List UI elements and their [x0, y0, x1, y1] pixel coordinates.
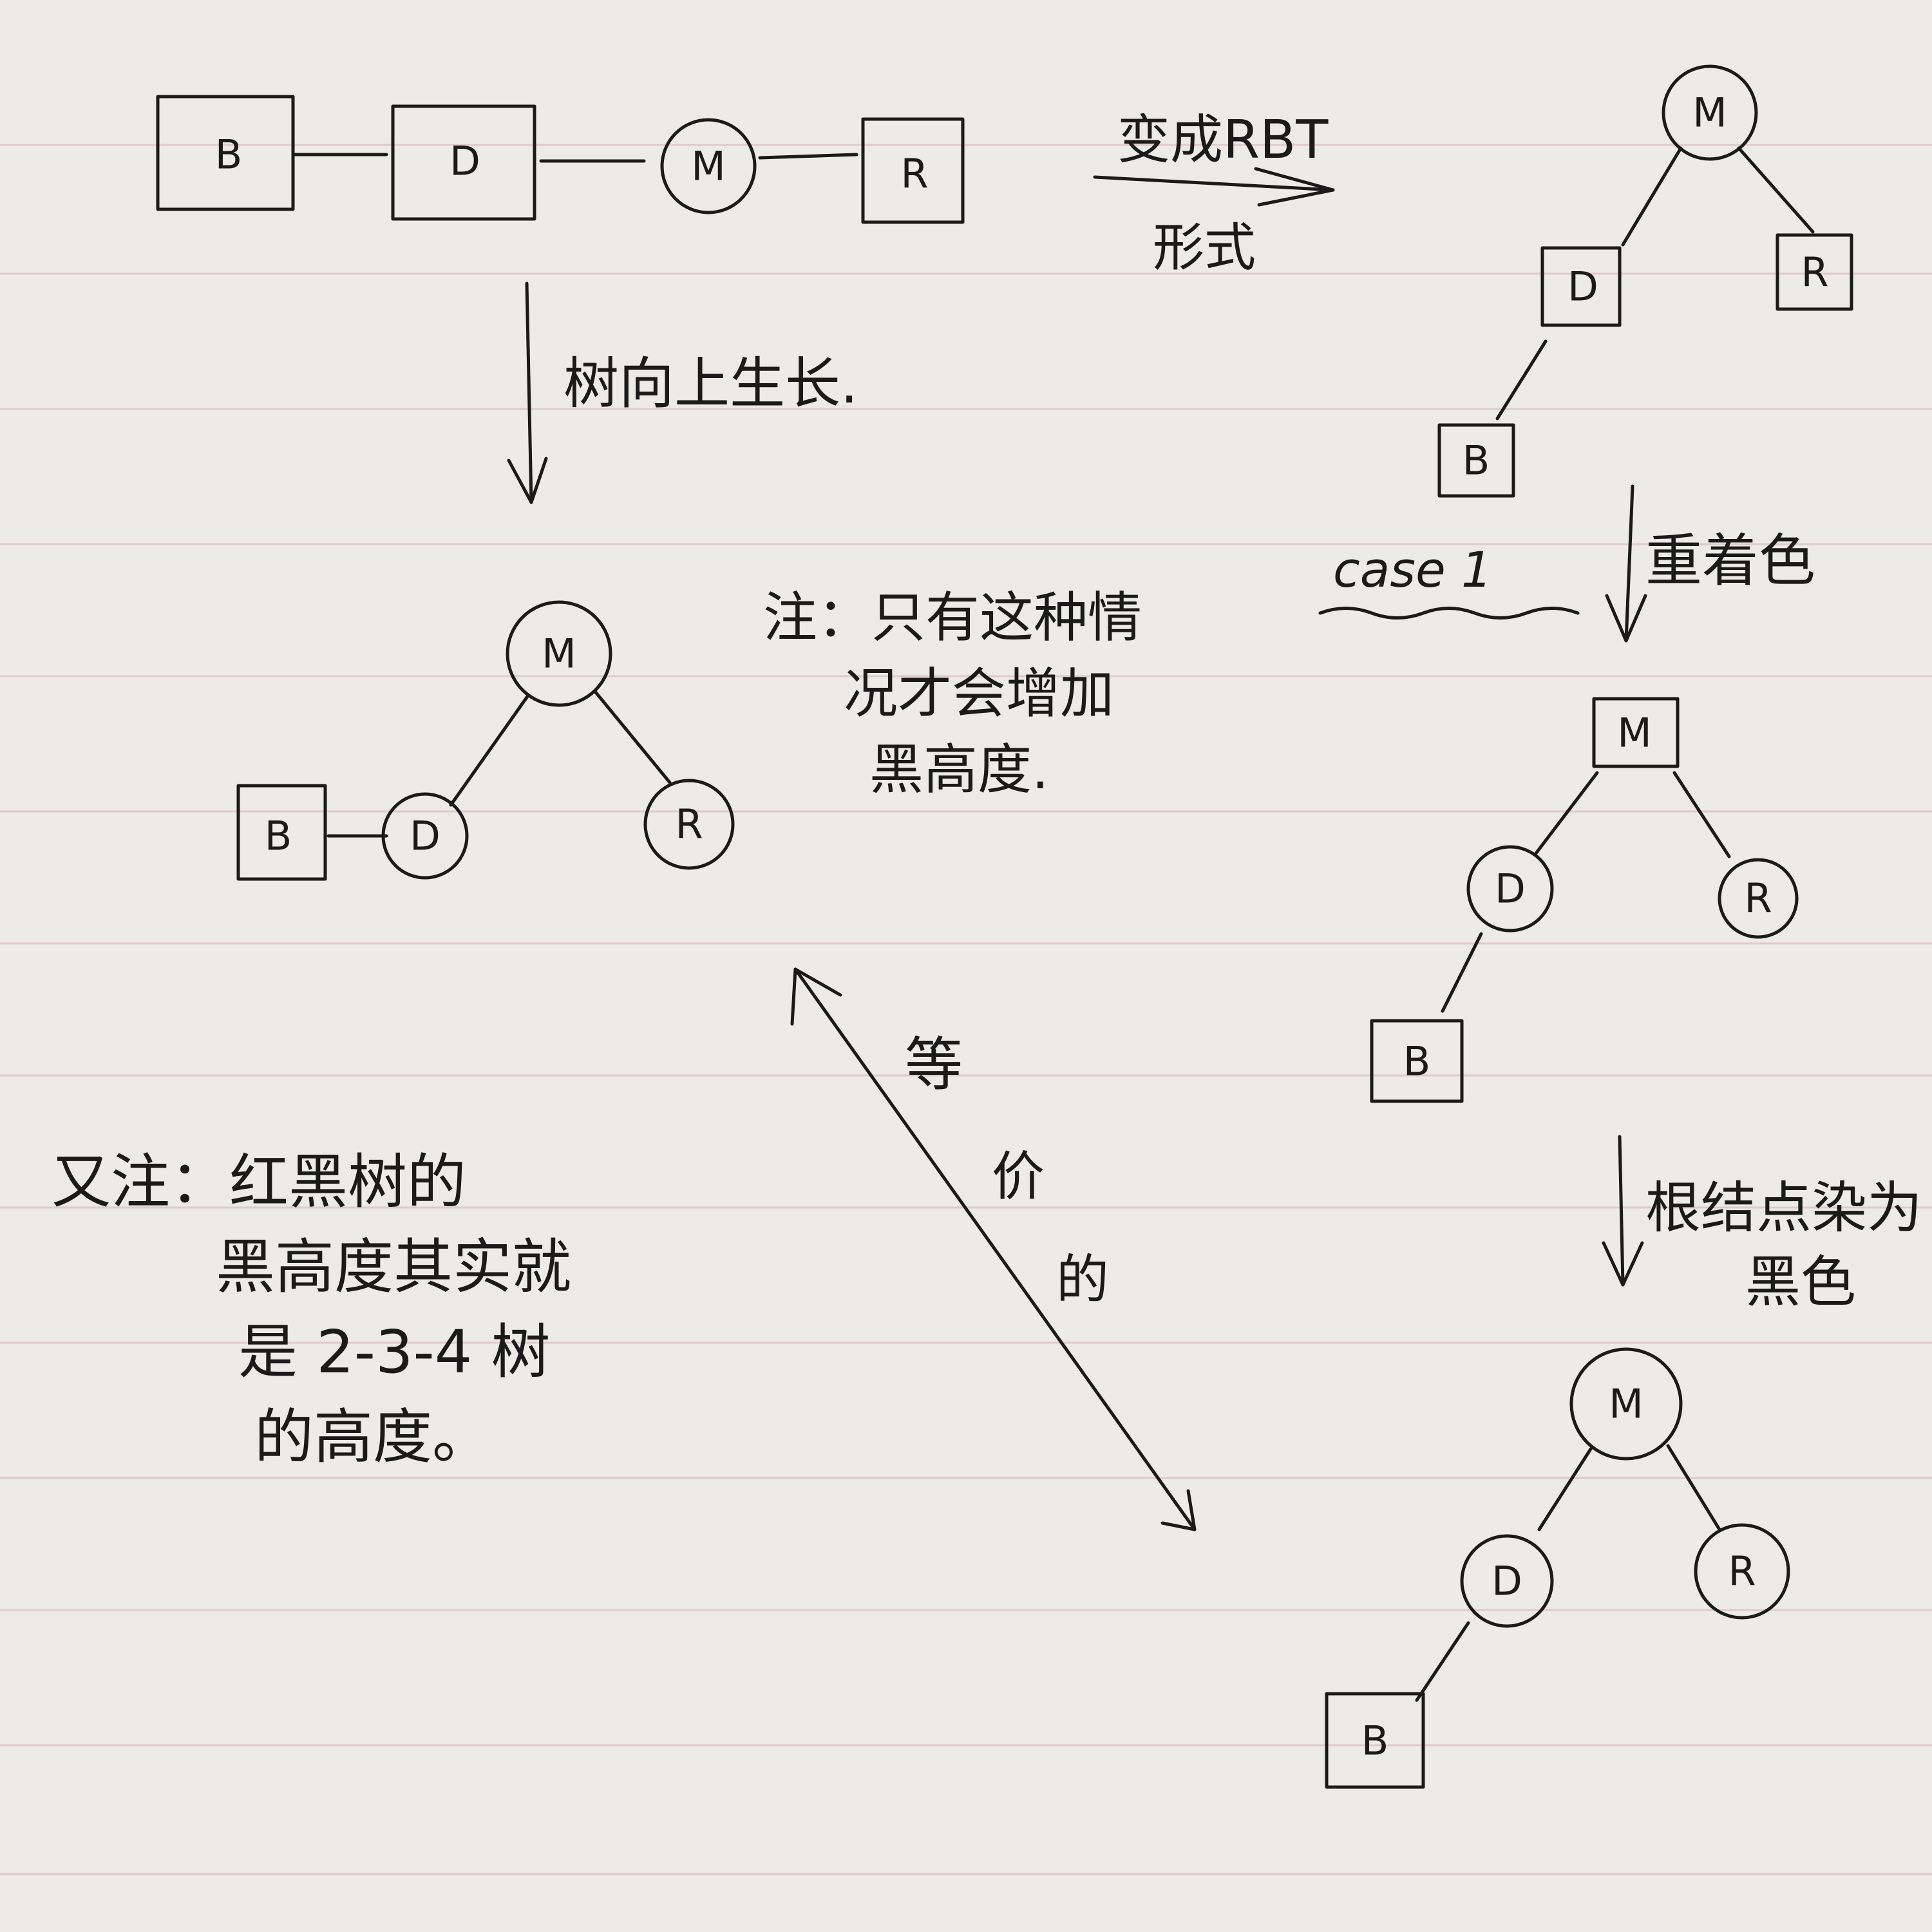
node-R-square	[861, 117, 965, 224]
grown-node-B	[236, 784, 327, 881]
recolor-node-M	[1592, 697, 1680, 768]
svg-text:M: M	[542, 630, 576, 677]
grown-node-D	[381, 792, 469, 880]
label-rbt-form: 形式	[1153, 218, 1256, 278]
note-line-2: 况才会增加	[844, 662, 1115, 725]
grown-node-R	[643, 779, 735, 870]
svg-text:B: B	[1463, 437, 1490, 484]
node-R-label: R	[900, 151, 928, 198]
node-D-square	[391, 104, 536, 221]
label-case: case 1	[1333, 541, 1493, 598]
svg-text:B: B	[1403, 1038, 1431, 1085]
label-equiv-1: 等	[905, 1031, 963, 1099]
svg-text:D: D	[1567, 263, 1598, 310]
grown-edge-M-D	[449, 694, 530, 807]
svg-text:R: R	[1728, 1548, 1756, 1595]
chain-diagram: B D M R	[156, 95, 965, 224]
final-edge-M-R	[1666, 1444, 1721, 1531]
rbt-node-D	[1540, 246, 1622, 327]
svg-text:B: B	[1361, 1718, 1389, 1765]
arrow-root-black	[1602, 1135, 1644, 1287]
rbt-edge-M-R	[1737, 146, 1815, 234]
label-equiv-2: 价	[992, 1146, 1045, 1208]
node-B-label: B	[215, 131, 243, 178]
case-underline	[1318, 607, 1580, 620]
final-node-B	[1325, 1692, 1425, 1789]
rbt-form-diagram: M D R B	[1437, 64, 1853, 498]
recolor-node-D	[1466, 845, 1554, 933]
grown-tree-diagram: M B D R	[236, 600, 735, 881]
svg-text:D: D	[410, 813, 440, 860]
final-edge-D-B	[1415, 1621, 1470, 1702]
recolored-tree-diagram: M D R B	[1370, 697, 1799, 1103]
final-node-D	[1460, 1534, 1554, 1628]
grown-edge-M-R	[594, 690, 672, 784]
svg-text:M: M	[1692, 90, 1727, 137]
note2-line-2: 黑高度其实就	[216, 1233, 572, 1302]
svg-text:D: D	[1495, 866, 1526, 913]
svg-text:R: R	[1744, 875, 1772, 922]
rbt-edge-M-D	[1621, 146, 1683, 247]
svg-text:R: R	[675, 801, 703, 848]
label-root-black-2: 黑色	[1745, 1250, 1856, 1314]
svg-text:M: M	[1609, 1381, 1643, 1428]
label-root-black-1: 根结点染为	[1645, 1176, 1922, 1240]
arrow-tree-grows-up	[507, 281, 548, 504]
note2-line-3: 是 2-3-4 树	[238, 1318, 551, 1387]
svg-text:R: R	[1801, 249, 1828, 296]
recolor-node-R	[1718, 858, 1799, 939]
rbt-edge-D-B	[1495, 339, 1548, 421]
note-line-3: 黑高度.	[869, 738, 1049, 801]
note-black-height-increase: 注：只有这种情 况才会增加 黑高度.	[763, 580, 1142, 808]
arrow-to-rbt	[1093, 167, 1335, 207]
final-edge-M-D	[1537, 1447, 1593, 1531]
rbt-node-B	[1437, 423, 1515, 498]
note-line-1: 注：只有这种情	[763, 586, 1142, 649]
label-to-rbt: 变成RBT	[1117, 109, 1329, 171]
arrow-recolor	[1605, 484, 1647, 643]
label-equiv-3: 的	[1056, 1249, 1110, 1311]
rbt-node-M	[1662, 64, 1758, 161]
label-recolor: 重着色	[1645, 527, 1816, 594]
recolor-edge-D-B	[1441, 932, 1483, 1013]
rbt-node-R	[1776, 233, 1853, 311]
edge-M-R	[758, 153, 858, 160]
recolor-edge-M-R	[1672, 771, 1731, 858]
final-node-R	[1694, 1523, 1790, 1620]
recolor-node-B	[1370, 1019, 1464, 1103]
svg-text:D: D	[1492, 1558, 1522, 1605]
grown-node-M	[506, 600, 612, 707]
node-M-label: M	[691, 143, 726, 190]
arrow-equivalent	[790, 967, 1197, 1531]
note-black-height-234: 又注：红黑树的 黑高度其实就 是 2-3-4 树 的高度。	[52, 1140, 571, 1480]
note2-line-1: 又注：红黑树的	[52, 1148, 467, 1217]
final-tree-diagram: M D R B	[1325, 1347, 1790, 1789]
svg-text:B: B	[265, 813, 292, 860]
recolor-edge-M-D	[1534, 771, 1599, 855]
label-tree-grows-up: 树向上生长.	[564, 352, 858, 416]
final-node-M	[1569, 1347, 1683, 1461]
node-M-circle	[660, 118, 757, 214]
ruled-lines	[0, 144, 1932, 1875]
note2-line-4: 的高度。	[254, 1403, 492, 1472]
svg-text:M: M	[1617, 710, 1652, 757]
node-D-label: D	[450, 138, 480, 185]
